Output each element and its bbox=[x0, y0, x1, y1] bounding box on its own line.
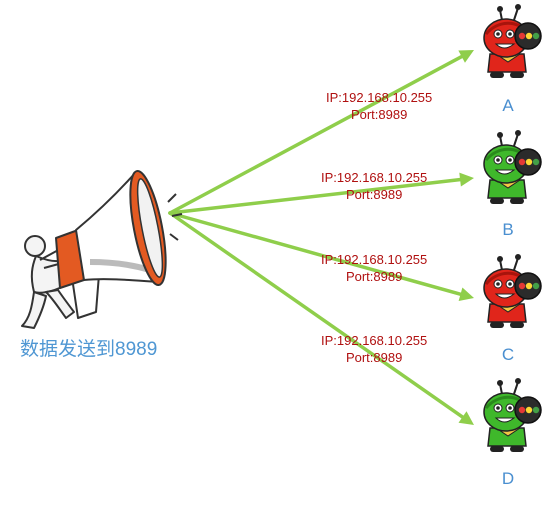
receiver-label-b: IP:192.168.10.255 Port:8989 bbox=[321, 169, 427, 203]
ip-text: IP:192.168.10.255 bbox=[326, 90, 433, 105]
robot-icon-d bbox=[483, 378, 542, 452]
receiver-label-a: IP:192.168.10.255 Port:8989 bbox=[326, 89, 432, 123]
receiver-label-c: IP:192.168.10.255 Port:8989 bbox=[321, 251, 427, 285]
robot-icon-c bbox=[483, 254, 542, 328]
arrow-line-b bbox=[168, 177, 466, 215]
arrow-line-d bbox=[168, 211, 468, 422]
arrow-head-b bbox=[459, 172, 474, 187]
arrow-line-a bbox=[168, 52, 467, 215]
person-figure bbox=[21, 235, 75, 329]
receiver-letter-a: A bbox=[502, 96, 514, 115]
port-text: Port:8989 bbox=[345, 187, 403, 202]
receiver-letter-c: C bbox=[501, 345, 515, 364]
receiver-robots bbox=[483, 4, 542, 452]
arrow-head-c bbox=[458, 287, 474, 301]
ip-text: IP:192.168.10.255 bbox=[321, 170, 428, 185]
ip-text: IP:192.168.10.255 bbox=[321, 252, 428, 267]
broadcast-arrows bbox=[168, 50, 474, 425]
robot-icon-b bbox=[483, 130, 542, 204]
arrow-line-c bbox=[168, 211, 467, 298]
arrow-head-d bbox=[458, 411, 474, 425]
port-text: Port:8989 bbox=[350, 107, 408, 122]
port-text: Port:8989 bbox=[345, 269, 403, 284]
megaphone-icon bbox=[21, 170, 183, 329]
robot-icon-a bbox=[483, 4, 542, 78]
caption-text: 数据发送到8989 bbox=[20, 339, 158, 360]
receiver-letter-d: D bbox=[501, 469, 515, 488]
arrow-head-a bbox=[458, 50, 474, 63]
ip-text: IP:192.168.10.255 bbox=[321, 333, 428, 348]
port-text: Port:8989 bbox=[345, 350, 403, 365]
receiver-label-d: IP:192.168.10.255 Port:8989 bbox=[321, 332, 427, 366]
receiver-letter-b: B bbox=[502, 220, 514, 239]
